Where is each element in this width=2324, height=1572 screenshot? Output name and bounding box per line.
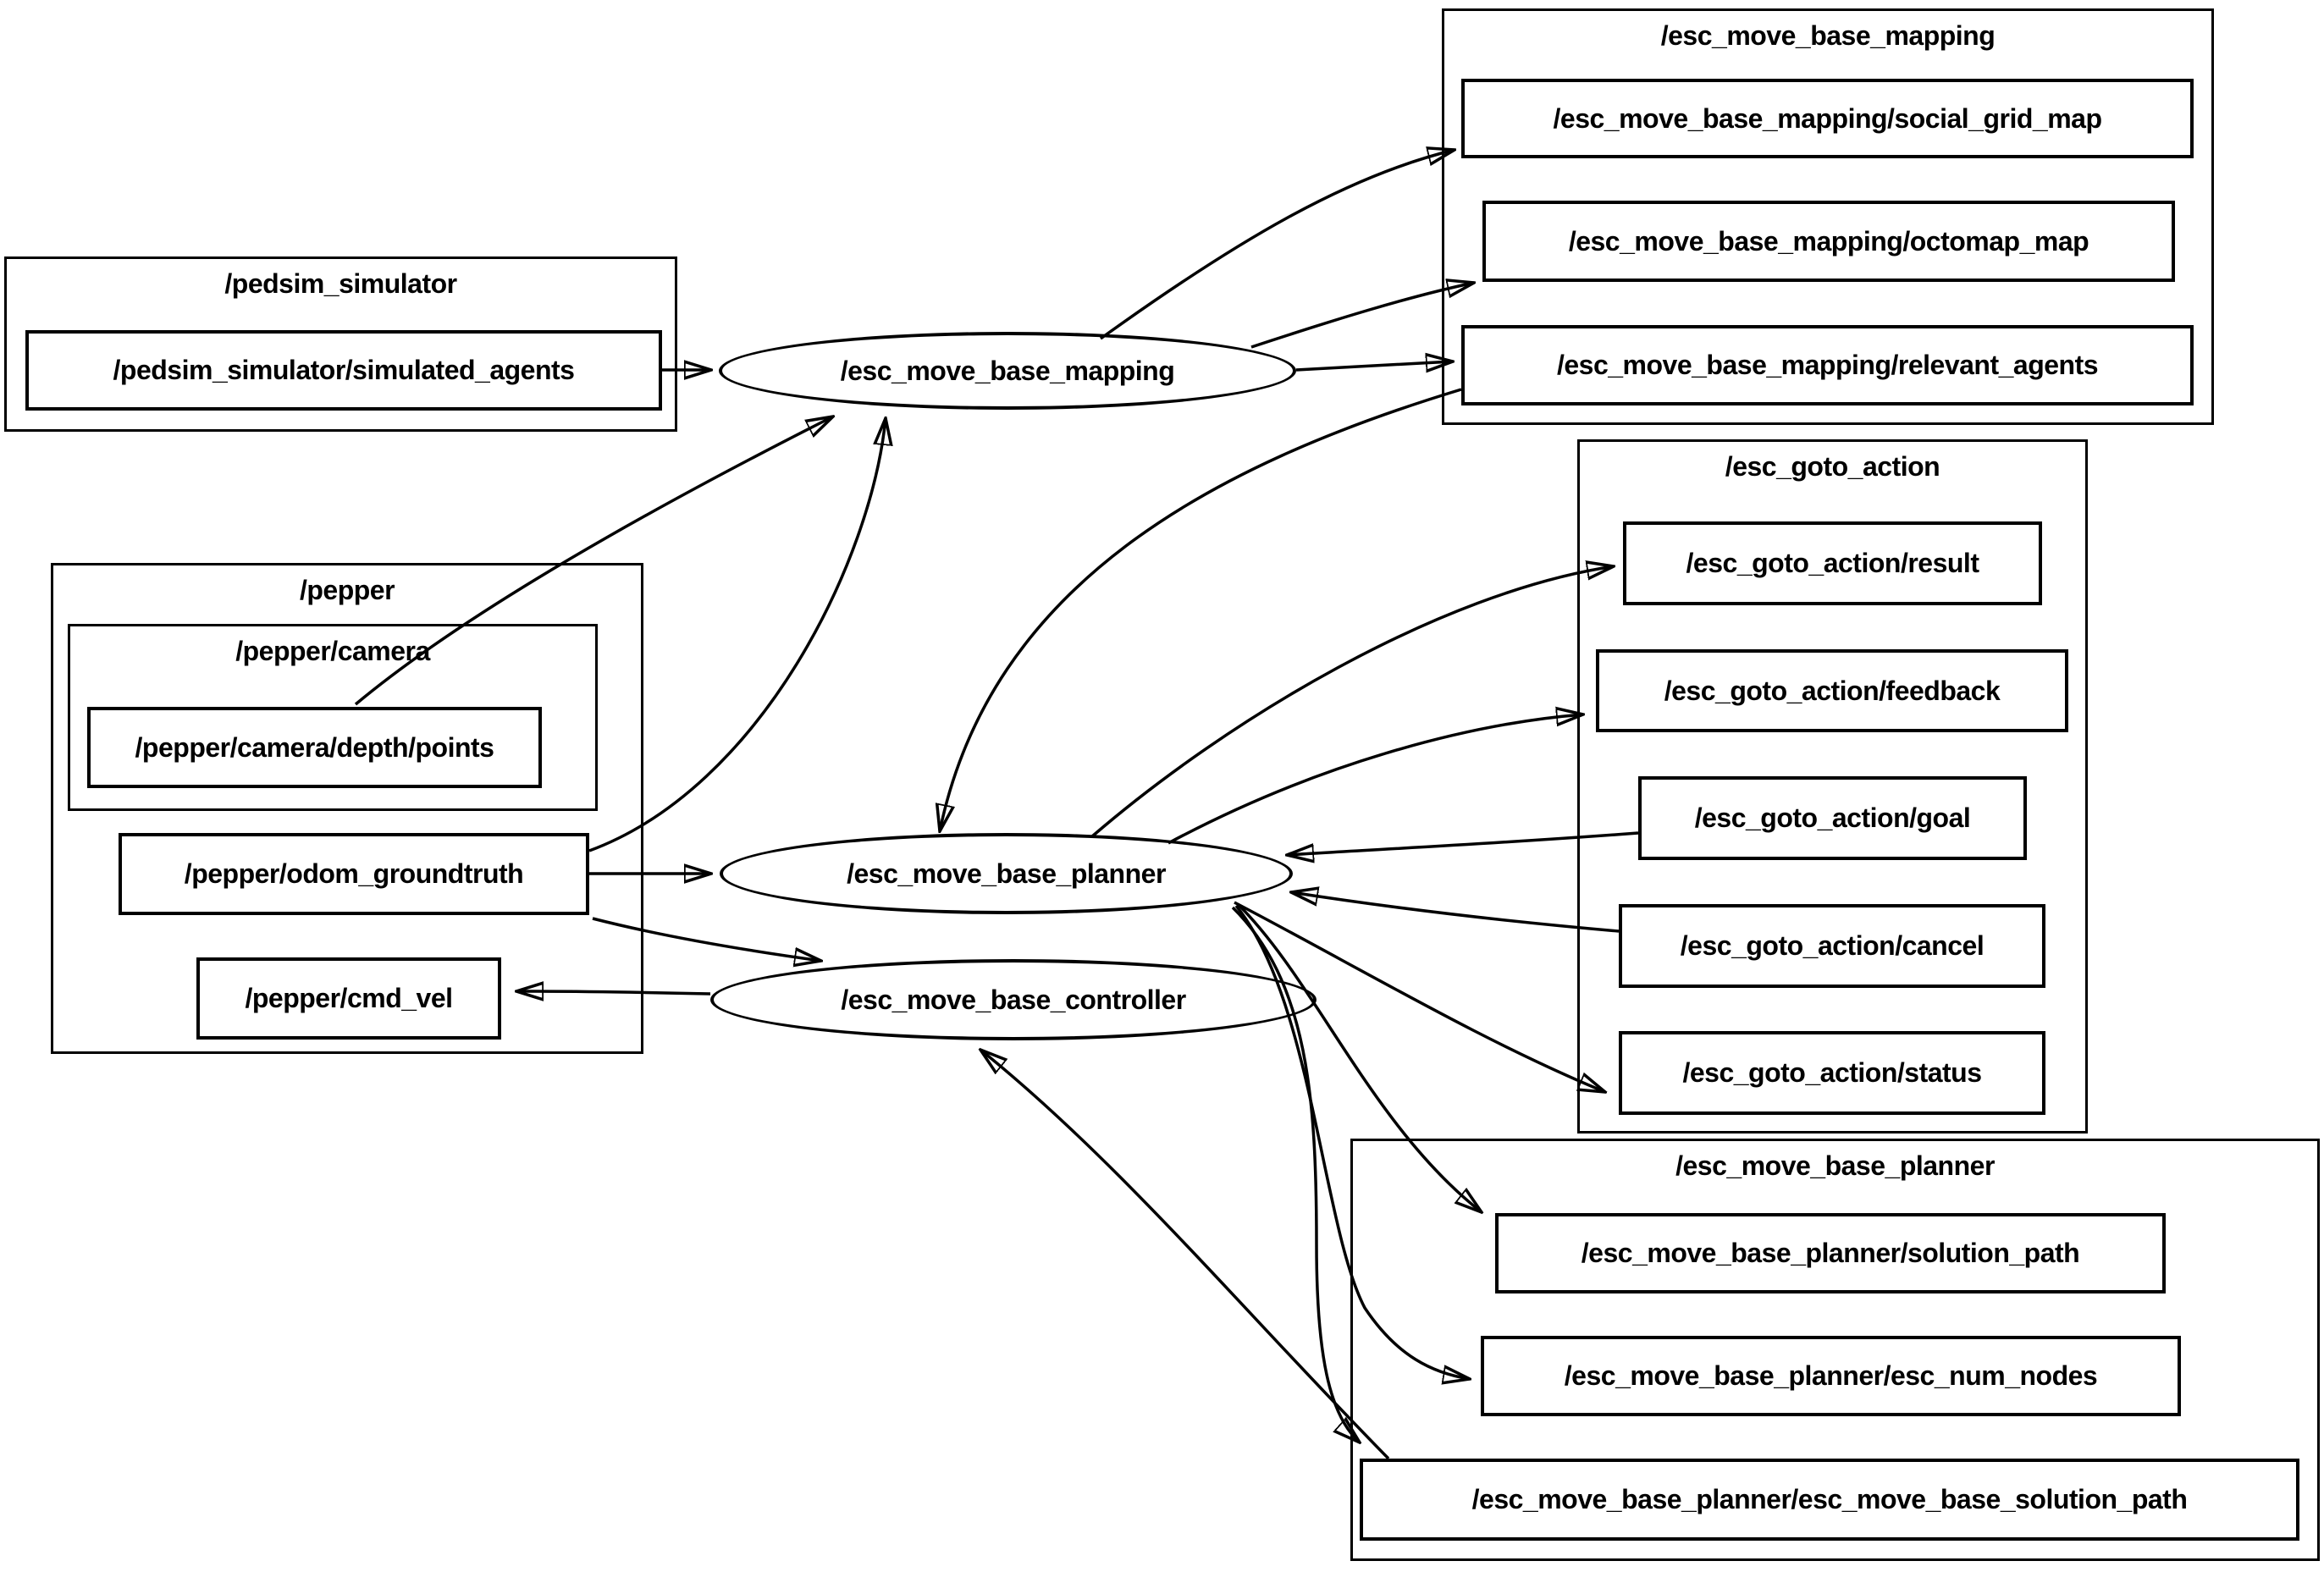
topic-cmd-vel: /pepper/cmd_vel bbox=[196, 957, 501, 1040]
topic-depth-points: /pepper/camera/depth/points bbox=[87, 707, 542, 788]
edge-esc-move-base-solution-path-to-controller bbox=[980, 1050, 1390, 1460]
edge-cancel-to-planner bbox=[1291, 892, 1620, 933]
topic-esc-move-base-solution-path: /esc_move_base_planner/esc_move_base_sol… bbox=[1360, 1459, 2299, 1541]
edge-planner-to-result bbox=[1090, 566, 1614, 838]
topic-odom-groundtruth: /pepper/odom_groundtruth bbox=[119, 833, 589, 915]
topic-goto-goal: /esc_goto_action/goal bbox=[1638, 776, 2027, 860]
group-esc-move-base-planner-label: /esc_move_base_planner bbox=[1675, 1150, 1995, 1181]
topic-social-grid-map: /esc_move_base_mapping/social_grid_map bbox=[1461, 79, 2194, 158]
edge-planner-to-feedback bbox=[1168, 714, 1583, 845]
node-esc-move-base-planner: /esc_move_base_planner bbox=[720, 833, 1293, 914]
topic-relevant-agents: /esc_move_base_mapping/relevant_agents bbox=[1461, 325, 2194, 405]
group-pepper-camera-label: /pepper/camera bbox=[235, 635, 430, 666]
topic-solution-path: /esc_move_base_planner/solution_path bbox=[1495, 1213, 2166, 1293]
edge-mapping-to-social-grid-map bbox=[1099, 150, 1455, 340]
edge-mapping-to-relevant-agents bbox=[1295, 361, 1453, 370]
topic-simulated-agents: /pedsim_simulator/simulated_agents bbox=[25, 330, 662, 411]
node-esc-move-base-mapping: /esc_move_base_mapping bbox=[719, 332, 1296, 410]
group-pedsim-simulator-label: /pedsim_simulator bbox=[224, 268, 457, 299]
topic-goto-result: /esc_goto_action/result bbox=[1623, 521, 2042, 605]
topic-goto-cancel: /esc_goto_action/cancel bbox=[1619, 904, 2045, 988]
group-esc-move-base-mapping-label: /esc_move_base_mapping bbox=[1660, 19, 1996, 51]
edge-mapping-to-octomap-map bbox=[1250, 283, 1474, 349]
group-pepper-label: /pepper bbox=[299, 574, 395, 605]
topic-goto-status: /esc_goto_action/status bbox=[1619, 1031, 2045, 1115]
node-esc-move-base-controller: /esc_move_base_controller bbox=[710, 959, 1317, 1040]
topic-goto-feedback: /esc_goto_action/feedback bbox=[1596, 649, 2068, 732]
topic-octomap-map: /esc_move_base_mapping/octomap_map bbox=[1482, 201, 2175, 282]
edge-relevant-agents-to-planner bbox=[940, 388, 1462, 831]
group-esc-goto-action-label: /esc_goto_action bbox=[1725, 450, 1940, 482]
topic-esc-num-nodes: /esc_move_base_planner/esc_num_nodes bbox=[1481, 1336, 2181, 1416]
group-pedsim-simulator bbox=[4, 256, 677, 432]
